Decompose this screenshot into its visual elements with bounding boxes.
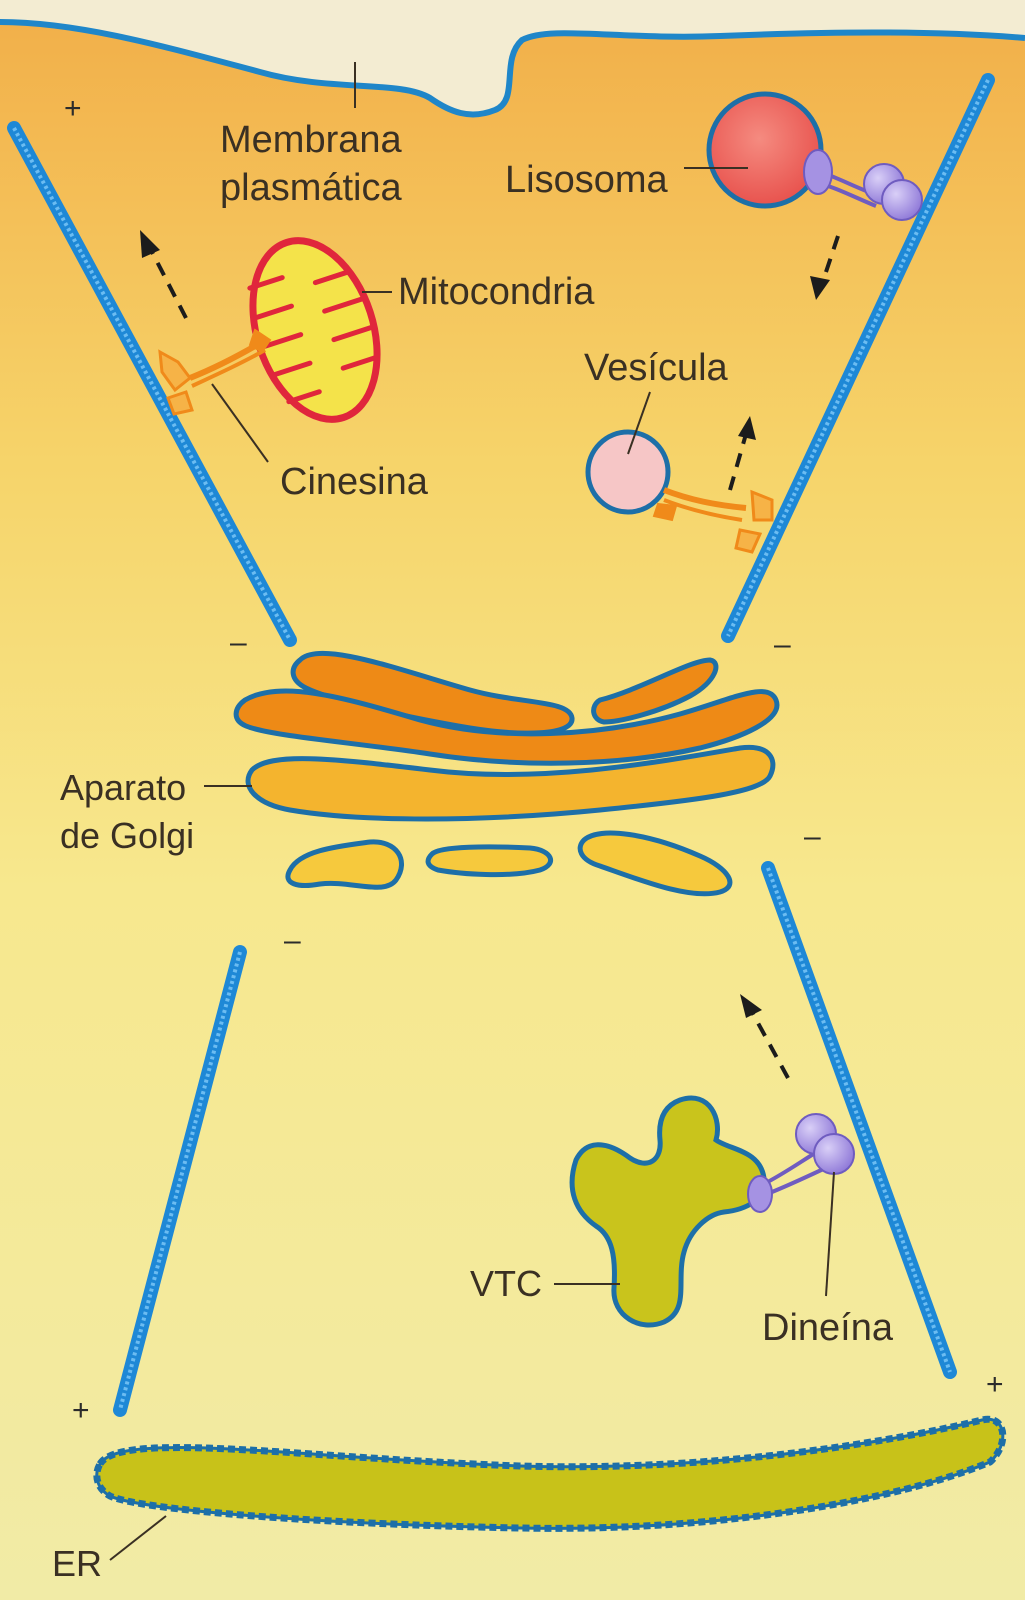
golgi-cisterna-3 <box>233 688 780 766</box>
label-kinesin: Cinesina <box>280 461 429 503</box>
label-vesicle: Vesícula <box>584 347 729 389</box>
golgi-cisterna-4 <box>245 744 776 822</box>
label-membrane-line1: Membrana <box>220 119 402 161</box>
label-vtc: VTC <box>470 1263 542 1304</box>
direction-arrow-mitochondria <box>140 230 188 319</box>
microtubule-lower-right <box>761 861 957 1379</box>
minus-sign-upper-right: – <box>774 628 791 661</box>
golgi-vesicle-left <box>285 839 404 890</box>
leader-kinesin <box>211 383 269 463</box>
leader-dynein <box>825 1171 835 1297</box>
golgi-apparatus <box>233 650 780 897</box>
label-dynein: Dineína <box>762 1307 894 1349</box>
vesicle <box>585 429 671 515</box>
label-mitochondria: Mitocondria <box>398 271 595 313</box>
kinesin-vesicle-motor <box>652 487 774 554</box>
leader-er <box>109 1515 167 1561</box>
label-membrane-line2: plasmática <box>220 167 402 209</box>
label-lysosome: Lisosoma <box>505 159 668 201</box>
minus-sign-mid-right: – <box>804 820 821 853</box>
minus-sign-lower-left: – <box>284 924 301 957</box>
microtubule-upper-left <box>7 121 297 647</box>
dynein-vtc-motor <box>747 1113 855 1213</box>
microtubule-upper-right <box>721 73 995 643</box>
direction-arrow-vesicle <box>728 416 756 491</box>
dynein-lysosome-motor <box>803 149 923 221</box>
golgi-cisterna-2 <box>591 657 719 725</box>
direction-arrow-vtc <box>740 994 790 1079</box>
golgi-vesicle-middle <box>425 844 554 878</box>
label-golgi-line1: Aparato <box>60 767 186 808</box>
label-golgi-line2: de Golgi <box>60 815 194 856</box>
vtc <box>569 1095 767 1328</box>
kinesin-mitochondria-motor <box>158 328 272 416</box>
plus-sign-top-left: + <box>64 92 82 125</box>
lysosome <box>706 91 824 209</box>
endoplasmic-reticulum <box>93 1415 1007 1532</box>
plasma-membrane <box>0 19 1025 118</box>
leader-vesicle <box>627 391 651 455</box>
microtubule-lower-left <box>113 945 247 1417</box>
plus-sign-bottom-left: + <box>72 1394 90 1427</box>
mitochondria <box>247 237 381 423</box>
direction-arrow-lysosome <box>810 235 840 300</box>
label-er: ER <box>52 1543 102 1584</box>
plus-sign-bottom-right: + <box>986 1368 1004 1401</box>
minus-sign-upper-left: – <box>230 626 247 659</box>
golgi-vesicle-right <box>577 830 733 897</box>
